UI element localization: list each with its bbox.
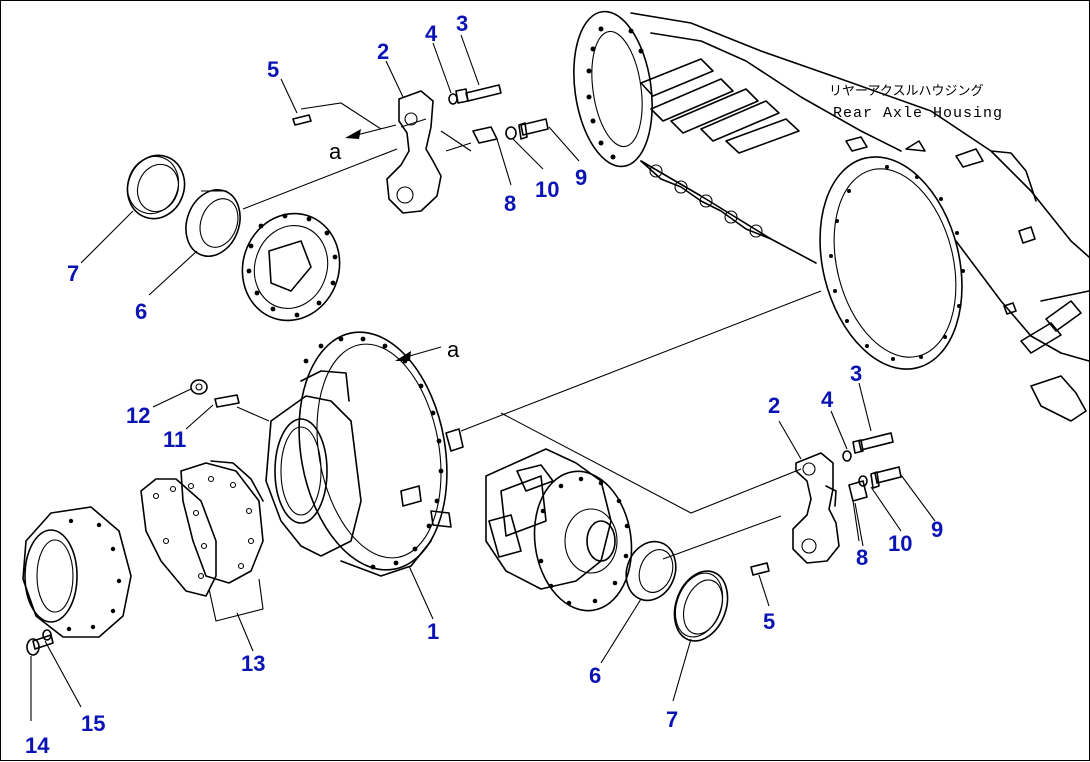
bearing-bottom (625, 515, 782, 602)
differential-face-top (241, 212, 341, 322)
rear-axle-housing (573, 10, 1090, 422)
callout-2-top: 2 (377, 39, 389, 64)
bearing-top (185, 189, 241, 257)
callout-7-top: 7 (67, 261, 79, 286)
callout-1: 1 (427, 619, 439, 644)
callout-10-right: 10 (888, 531, 912, 556)
view-marker-center: a (447, 337, 460, 362)
bolt-right (842, 432, 894, 462)
callout-2-right: 2 (768, 393, 780, 418)
leader-lines (80, 34, 936, 702)
bolt-14 (26, 634, 54, 721)
callout-4-right: 4 (821, 387, 834, 412)
washer-15 (42, 629, 82, 708)
housing-label-jp: リヤーアクスルハウジング (829, 84, 983, 99)
callout-12: 12 (126, 403, 150, 428)
callout-9-right: 9 (931, 517, 943, 542)
callout-6-top: 6 (135, 299, 147, 324)
callout-9-top: 9 (575, 165, 587, 190)
pin-right (750, 562, 770, 576)
lock-plate-bolt-right (848, 466, 902, 542)
view-arrow-top (345, 124, 397, 139)
oil-seal-bottom (673, 570, 729, 642)
callout-8-top: 8 (504, 191, 516, 216)
callout-3-right: 3 (850, 361, 862, 386)
callout-11: 11 (163, 427, 186, 452)
bolt-12 (190, 379, 208, 395)
callout-5-top: 5 (267, 57, 279, 82)
callout-14: 14 (25, 733, 50, 758)
bearing-cap-top (386, 90, 442, 214)
housing-label-en: Rear Axle Housing (833, 105, 1003, 122)
callout-3-top: 3 (456, 11, 468, 36)
pin-top (292, 102, 382, 130)
lock-plate-bolt-top (440, 118, 549, 152)
bearing-cap-right (792, 452, 840, 564)
callout-5-right: 5 (763, 609, 775, 634)
shims (140, 460, 264, 622)
oil-seal-top (126, 154, 186, 220)
callout-8-right: 8 (856, 545, 868, 570)
callout-7-bottom: 7 (666, 707, 678, 732)
view-arrow-center (395, 346, 442, 361)
carrier-case (265, 331, 464, 577)
bolt-11 (214, 394, 270, 422)
callout-13: 13 (241, 651, 265, 676)
callout-6-bottom: 6 (589, 663, 601, 688)
bolt-top (448, 84, 502, 105)
differential-case (485, 448, 633, 612)
bearing-cage-left (22, 506, 132, 638)
callout-10-top: 10 (535, 177, 559, 202)
callout-numbers: 1 2 2 3 3 4 4 5 5 6 6 7 7 8 8 9 9 10 10 … (25, 11, 943, 758)
callout-4-top: 4 (425, 21, 438, 46)
view-marker-top: a (329, 139, 342, 164)
callout-15: 15 (81, 711, 105, 736)
